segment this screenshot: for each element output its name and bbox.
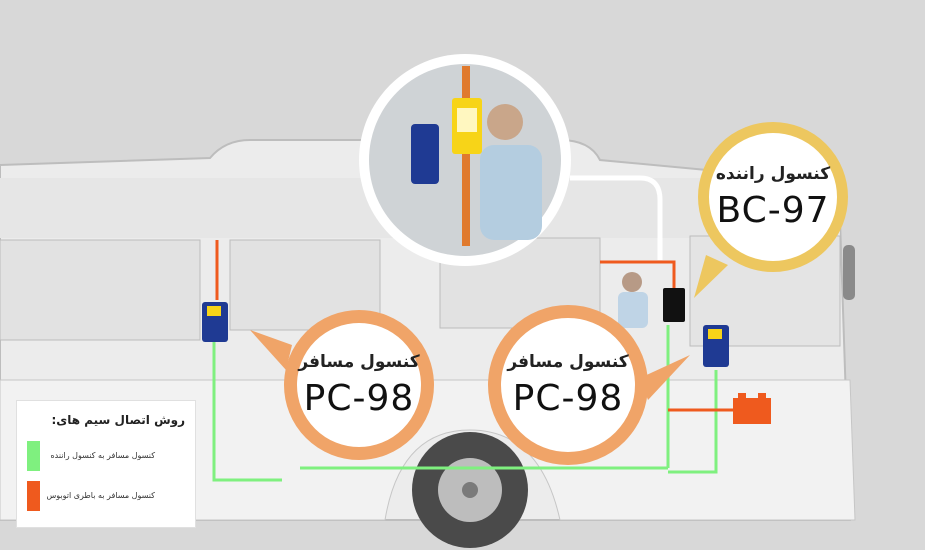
passenger-console-label: کنسول مسافر [298,351,420,372]
passenger-console-bubble-2: کنسول مسافر PC-98 [488,305,648,465]
driver-figure [622,272,642,292]
battery-terminal [758,393,766,399]
bc-pointer [694,255,728,298]
battery-icon [733,398,771,424]
inset-console-screen [457,108,477,132]
green-wire-rear [668,370,718,474]
green-wire-front [212,340,282,482]
orange-wire-driver [600,260,676,288]
driver-console-label: کنسول راننده [715,163,831,184]
passenger-console-bubble-1: کنسول مسافر PC-98 [284,310,434,460]
console-screen [207,306,221,316]
legend-item-orange: کنسول مسافر به باطری اتوبوس [27,481,185,511]
pc1-pointer [250,330,292,370]
passenger-console-model: PC-98 [303,377,415,419]
legend-title: روش اتصال سیم های: [51,413,185,427]
battery-terminal [738,393,746,399]
pc2-pointer [640,355,690,400]
legend-label: کنسول مسافر به کنسول راننده [50,451,155,460]
driver-figure [618,292,648,328]
inset-connector [570,175,663,260]
passenger-console-label: کنسول مسافر [507,351,629,372]
inset-pole [462,66,470,246]
legend-item-green: کنسول مسافر به کنسول راننده [27,441,185,471]
legend-swatch-green [27,441,40,471]
driver-console-model: BC-97 [716,189,830,231]
wiring-legend: روش اتصال سیم های: کنسول مسافر به کنسول … [16,400,196,528]
passenger-console-model: PC-98 [512,377,624,419]
inset-driver-body [480,145,542,240]
inset-passenger-console [411,124,439,184]
console-screen [708,329,722,339]
legend-label: کنسول مسافر به باطری اتوبوس [46,491,155,500]
inset-driver-head [487,104,523,140]
legend-swatch-orange [27,481,40,511]
wheel-center [462,482,478,498]
window [0,239,201,341]
side-mirror [843,245,855,300]
driver-console-bubble: کنسول راننده BC-97 [698,122,848,272]
driver-console-device [663,288,685,322]
